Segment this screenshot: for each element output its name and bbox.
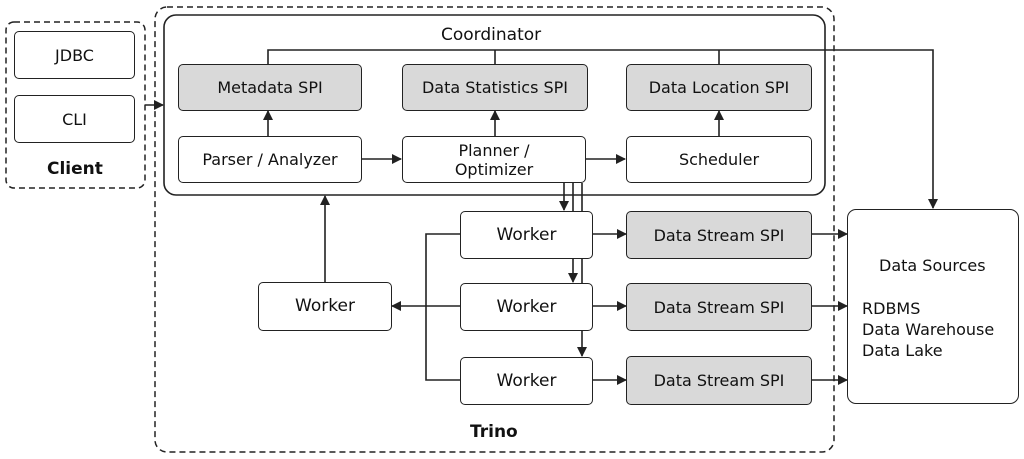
left-worker-label: Worker [295, 296, 355, 316]
trino-group [154, 6, 835, 453]
scheduler-label: Scheduler [678, 150, 760, 169]
data-stream-spi-label-3: Data Stream SPI [653, 371, 785, 390]
data-sources-list: RDBMS Data Warehouse Data Lake [862, 298, 994, 361]
worker-label-2: Worker [496, 296, 557, 317]
scheduler-box: Scheduler [626, 136, 812, 183]
data-stream-spi-label-2: Data Stream SPI [653, 297, 785, 317]
data-stream-spi-box-2: Data Stream SPI [626, 283, 812, 331]
data-source-item: Data Warehouse [862, 320, 995, 339]
metadata-spi-box: Metadata SPI [178, 64, 362, 111]
trino-title: Trino [470, 422, 518, 442]
jdbc-box: JDBC [14, 31, 135, 79]
spi-bus-line [267, 49, 938, 209]
data-statistics-spi-label: Data Statistics SPI [421, 78, 569, 97]
worker-label-1: Worker [496, 224, 557, 245]
left-worker-box: Worker [258, 282, 392, 331]
data-sources-box [847, 209, 1019, 404]
data-source-item: RDBMS [862, 299, 921, 318]
metadata-spi-label: Metadata SPI [217, 78, 323, 97]
worker-label-3: Worker [496, 370, 557, 391]
worker-box-1: Worker [460, 211, 593, 259]
data-stream-spi-box-3: Data Stream SPI [626, 356, 812, 405]
planner-optimizer-box: Planner / Optimizer [402, 136, 586, 183]
cli-box: CLI [14, 95, 135, 143]
worker-box-3: Worker [460, 357, 593, 405]
data-source-item: Data Lake [862, 341, 943, 360]
data-stream-spi-box-1: Data Stream SPI [626, 211, 812, 259]
jdbc-label: JDBC [55, 45, 94, 65]
parser-analyzer-box: Parser / Analyzer [178, 136, 362, 183]
coordinator-title: Coordinator [441, 25, 542, 45]
data-location-spi-label: Data Location SPI [648, 78, 790, 97]
data-statistics-spi-box: Data Statistics SPI [402, 64, 588, 111]
worker-exchange-line [425, 233, 460, 381]
data-sources-title: Data Sources [879, 256, 986, 275]
parser-analyzer-label: Parser / Analyzer [202, 150, 338, 169]
worker-box-2: Worker [460, 283, 593, 331]
data-stream-spi-label-1: Data Stream SPI [653, 225, 785, 245]
cli-label: CLI [62, 109, 87, 129]
data-location-spi-box: Data Location SPI [626, 64, 812, 111]
client-title: Client [47, 159, 103, 179]
planner-optimizer-label: Planner / Optimizer [454, 140, 534, 179]
